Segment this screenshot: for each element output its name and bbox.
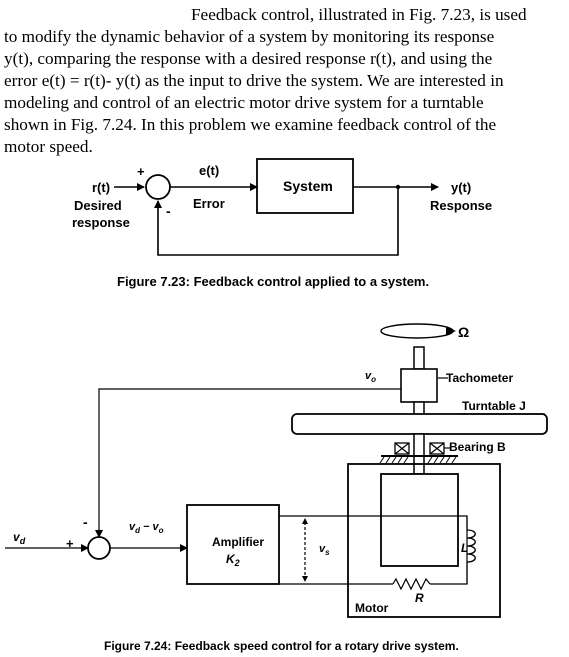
error-expression: vd − vo	[129, 521, 164, 535]
bearing-assembly	[379, 433, 458, 475]
intro-paragraph: Feedback control, illustrated in Fig. 7.…	[4, 4, 556, 158]
vs-label: vs	[319, 543, 330, 557]
omega-label: Ω	[458, 324, 469, 340]
figure-7-23: r(t) Desired response + - e(t) Error Sys…	[72, 158, 492, 289]
vs-arrow-top-icon	[302, 518, 308, 524]
minus-sign-2: -	[83, 514, 88, 530]
bearing-label: Bearing B	[449, 440, 506, 454]
paragraph-line: modeling and control of an electric moto…	[4, 93, 484, 112]
vd-label: vd	[13, 530, 26, 546]
system-label: System	[283, 178, 333, 194]
motor-housing	[347, 463, 501, 618]
response-label: response	[72, 215, 130, 230]
error-signal-label: e(t)	[199, 163, 219, 178]
motor-label: Motor	[355, 601, 389, 615]
figure-7-24: Ω Tachometer Turntable J	[5, 323, 548, 653]
minus-sign: -	[166, 203, 171, 219]
figure-7-23-caption: Figure 7.23: Feedback control applied to…	[117, 274, 429, 289]
motor-rotor	[380, 473, 459, 567]
vo-label: vo	[365, 370, 376, 384]
resistor-zigzag-icon	[392, 577, 431, 591]
plus-sign: +	[137, 164, 145, 179]
amplifier-label: Amplifier	[212, 535, 264, 549]
armature-top-wire	[334, 515, 468, 585]
figure-7-24-caption: Figure 7.24: Feedback speed control for …	[104, 639, 459, 653]
plus-sign-2: +	[66, 536, 74, 551]
resistor-label: R	[415, 591, 424, 605]
input-signal-label: r(t)	[92, 180, 110, 195]
output-signal-label: y(t)	[451, 180, 471, 195]
error-label: Error	[193, 196, 225, 211]
inductor-label: L	[461, 541, 468, 555]
paragraph-line: shown in Fig. 7.24. In this problem we e…	[4, 115, 497, 134]
tachometer-body	[400, 368, 438, 403]
gain-label: K2	[226, 552, 240, 568]
inductor-coil-icon	[466, 529, 476, 563]
feedback-path	[154, 187, 399, 256]
paragraph-line: error e(t) = r(t)- y(t) as the input to …	[4, 71, 504, 90]
rotation-arrow-icon	[380, 323, 456, 339]
turntable-label: Turntable J	[462, 399, 526, 413]
paragraph-line: y(t), comparing the response with a desi…	[4, 49, 493, 68]
system-block	[256, 158, 354, 214]
tachometer-label: Tachometer	[446, 371, 513, 385]
upper-shaft	[413, 346, 425, 370]
amplifier-block	[186, 504, 280, 585]
paragraph-line: Feedback control, illustrated in Fig. 7.…	[191, 5, 527, 24]
vs-arrow-bottom-icon	[302, 576, 308, 582]
desired-label: Desired	[74, 198, 122, 213]
tachometer-feedback-path	[95, 388, 401, 538]
output-response-label: Response	[430, 198, 492, 213]
summing-junction-2	[87, 536, 111, 560]
turntable-disk	[291, 413, 548, 435]
paragraph-line: to modify the dynamic behavior of a syst…	[4, 27, 495, 46]
paragraph-line: motor speed.	[4, 137, 93, 156]
summing-junction	[145, 174, 171, 200]
